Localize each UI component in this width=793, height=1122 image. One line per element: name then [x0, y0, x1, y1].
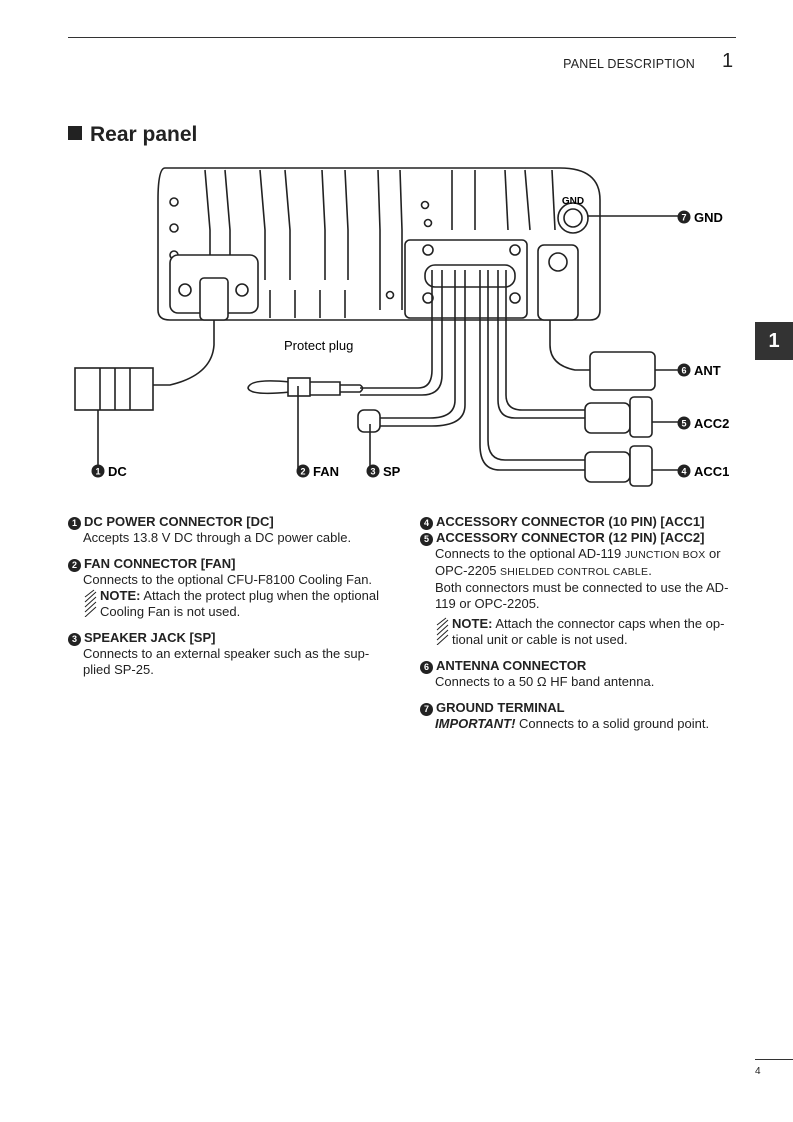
callout-acc2-number: 5	[681, 419, 686, 429]
acc2-text-line2: OPC-2205 SHIELDED CONTROL CABLE.	[435, 563, 652, 578]
dc-heading: DC POWER CONNECTOR [DC]	[84, 514, 274, 529]
footer-rule	[755, 1059, 793, 1060]
protect-plug-label: Protect plug	[284, 338, 353, 353]
acc1-bullet: 4	[420, 517, 433, 530]
header-chapter-number: 1	[722, 50, 734, 72]
callout-gnd-number: 7	[681, 213, 686, 223]
header-rule	[68, 37, 736, 38]
header-section-title: PANEL DESCRIPTION	[563, 57, 695, 71]
square-bullet-icon	[68, 126, 82, 140]
callout-gnd-label: GND	[694, 210, 723, 225]
callout-dc-number: 1	[95, 467, 100, 477]
gnd-bullet: 7	[420, 703, 433, 716]
callout-acc1-label: ACC1	[694, 464, 729, 479]
sp-heading: SPEAKER JACK [SP]	[84, 630, 216, 645]
gnd-mark-label: GND	[562, 196, 584, 207]
ant-heading: ANTENNA CONNECTOR	[436, 658, 587, 673]
gnd-heading: GROUND TERMINAL	[436, 700, 565, 715]
sp-text-line1: Connects to an external speaker such as …	[83, 646, 370, 661]
callout-sp-number: 3	[370, 467, 375, 477]
callout-ant-number: 6	[681, 366, 686, 376]
acc2-text-line4: 119 or OPC-2205.	[435, 596, 540, 611]
callout-ant-label: ANT	[694, 363, 721, 378]
callout-fan-label: FAN	[313, 464, 339, 479]
acc2-heading: ACCESSORY CONNECTOR (12 PIN) [ACC2]	[436, 530, 705, 545]
page-number: 4	[755, 1066, 761, 1077]
callout-dc-label: DC	[108, 464, 127, 479]
sp-bullet: 3	[68, 633, 81, 646]
fan-text: Connects to the optional CFU-F8100 Cooli…	[83, 572, 373, 587]
chapter-tab: 1	[755, 322, 793, 360]
note-hatch-icon	[84, 589, 97, 617]
acc2-note: NOTE: Attach the connector caps when the…	[420, 616, 745, 648]
acc2-bullet: 5	[420, 533, 433, 546]
dc-text: Accepts 13.8 V DC through a DC power cab…	[83, 530, 352, 545]
section-title: Rear panel	[68, 123, 197, 147]
callout-sp-label: SP	[383, 464, 401, 479]
callout-fan-number: 2	[300, 467, 305, 477]
rear-panel-diagram: GND Protect plug 7 GND 6 ANT 5 ACC2 4 AC…	[74, 167, 729, 487]
sp-text-line2: plied SP-25.	[83, 662, 154, 677]
callout-acc1-number: 4	[681, 467, 686, 477]
fan-note: NOTE: Attach the protect plug when the o…	[68, 588, 388, 620]
fan-bullet: 2	[68, 559, 81, 572]
note-hatch-icon	[436, 617, 449, 645]
callout-acc2-label: ACC2	[694, 416, 729, 431]
ant-text: Connects to a 50 Ω HF band antenna.	[435, 674, 655, 689]
acc2-text-line1: Connects to the optional AD-119 JUNCTION…	[435, 546, 721, 561]
dc-bullet: 1	[68, 517, 81, 530]
acc1-heading: ACCESSORY CONNECTOR (10 PIN) [ACC1]	[436, 514, 705, 529]
ant-bullet: 6	[420, 661, 433, 674]
gnd-text: IMPORTANT! Connects to a solid ground po…	[435, 716, 710, 731]
fan-heading: FAN CONNECTOR [FAN]	[84, 556, 236, 571]
acc2-text-line3: Both connectors must be connected to use…	[435, 580, 729, 595]
